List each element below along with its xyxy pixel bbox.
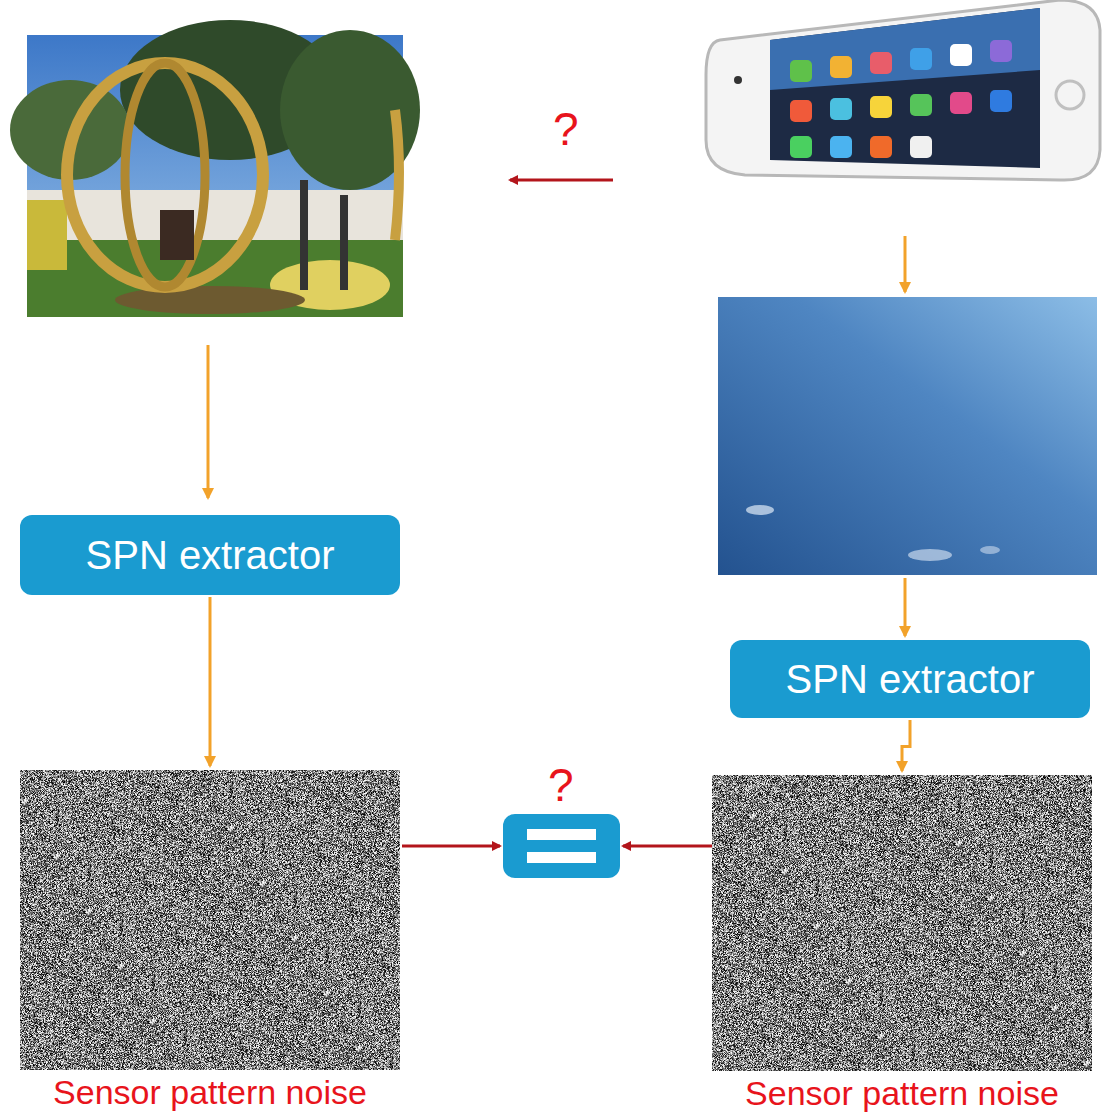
flow-connector [209,597,212,766]
flow-connector [902,720,910,771]
equals-symbol [503,814,620,878]
noise-pattern [20,770,400,1070]
flow-arrow [904,236,907,292]
noise-image: Sensor pattern noise [20,770,400,1111]
question-arrow [510,179,613,182]
noise-pattern [712,775,1092,1071]
phone-illustration [706,0,1100,180]
noise-image: Sensor pattern noise [712,775,1092,1112]
box-label: SPN extractor [66,533,355,578]
question-mark: ? [548,762,574,808]
question-mark: ? [553,106,579,152]
sky-image [718,297,1097,575]
flow-arrow [207,345,210,498]
flow-arrow [904,578,907,636]
process-box: SPN extractor [20,515,400,595]
caption-label: Sensor pattern noise [53,1074,367,1111]
process-box: SPN extractor [730,640,1090,718]
caption-label: Sensor pattern noise [745,1075,1059,1112]
compare-arrow [623,845,712,848]
photo-illustration [10,20,420,317]
box-label: SPN extractor [766,657,1055,702]
compare-arrow [402,845,500,848]
